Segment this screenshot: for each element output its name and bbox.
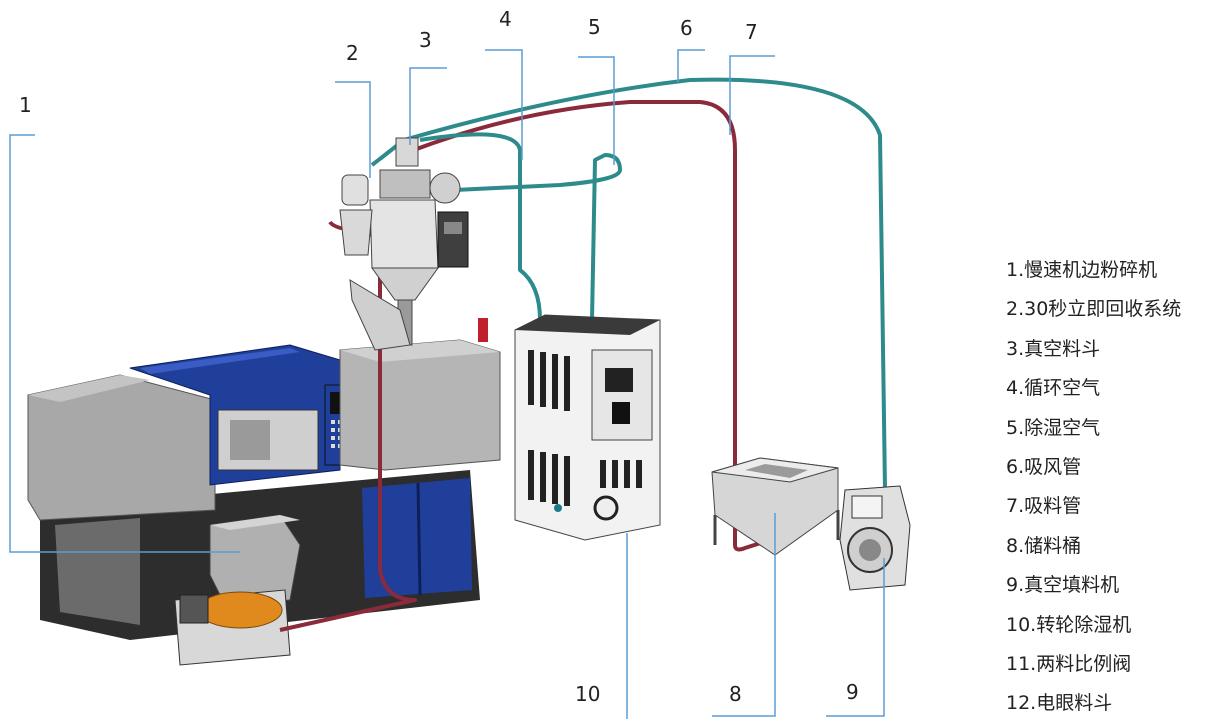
legend: 1.慢速机边粉碎机 2.30秒立即回收系统 3.真空料斗 4.循环空气 5.除湿…	[1006, 255, 1181, 728]
legend-item: 9.真空填料机	[1006, 574, 1120, 597]
callout-6: 6	[680, 16, 693, 40]
legend-item: 7.吸料管	[1006, 495, 1082, 518]
callout-4: 4	[499, 7, 512, 31]
callout-1: 1	[19, 93, 32, 117]
legend-item: 4.循环空气	[1006, 377, 1101, 400]
legend-item: 8.储料桶	[1006, 534, 1082, 557]
air-pipe	[370, 77, 887, 491]
storage-bin	[711, 457, 840, 556]
rotor-dehumidifier	[514, 314, 661, 541]
legend-item: 11.两料比例阀	[1006, 652, 1132, 675]
vacuum-hopper	[339, 137, 469, 351]
callout-5: 5	[588, 15, 601, 39]
shredder	[174, 514, 301, 666]
injection-molding-machine	[27, 318, 501, 666]
leader-lines	[9, 49, 885, 719]
vacuum-loader	[839, 485, 911, 591]
legend-item: 3.真空料斗	[1006, 337, 1101, 360]
callout-10: 10	[575, 682, 601, 706]
callout-9: 9	[846, 680, 859, 704]
legend-item: 10.转轮除湿机	[1006, 613, 1132, 636]
callout-2: 2	[346, 41, 359, 65]
legend-item: 1.慢速机边粉碎机	[1006, 259, 1158, 281]
callout-7: 7	[745, 20, 758, 44]
legend-item: 12.电眼料斗	[1006, 692, 1113, 715]
material-suction-pipe	[279, 100, 771, 632]
callout-8: 8	[729, 682, 742, 706]
legend-item: 5.除湿空气	[1006, 416, 1101, 439]
legend-item: 6.吸风管	[1006, 455, 1082, 478]
legend-item: 2.30秒立即回收系统	[1006, 298, 1182, 321]
callout-3: 3	[419, 28, 432, 52]
